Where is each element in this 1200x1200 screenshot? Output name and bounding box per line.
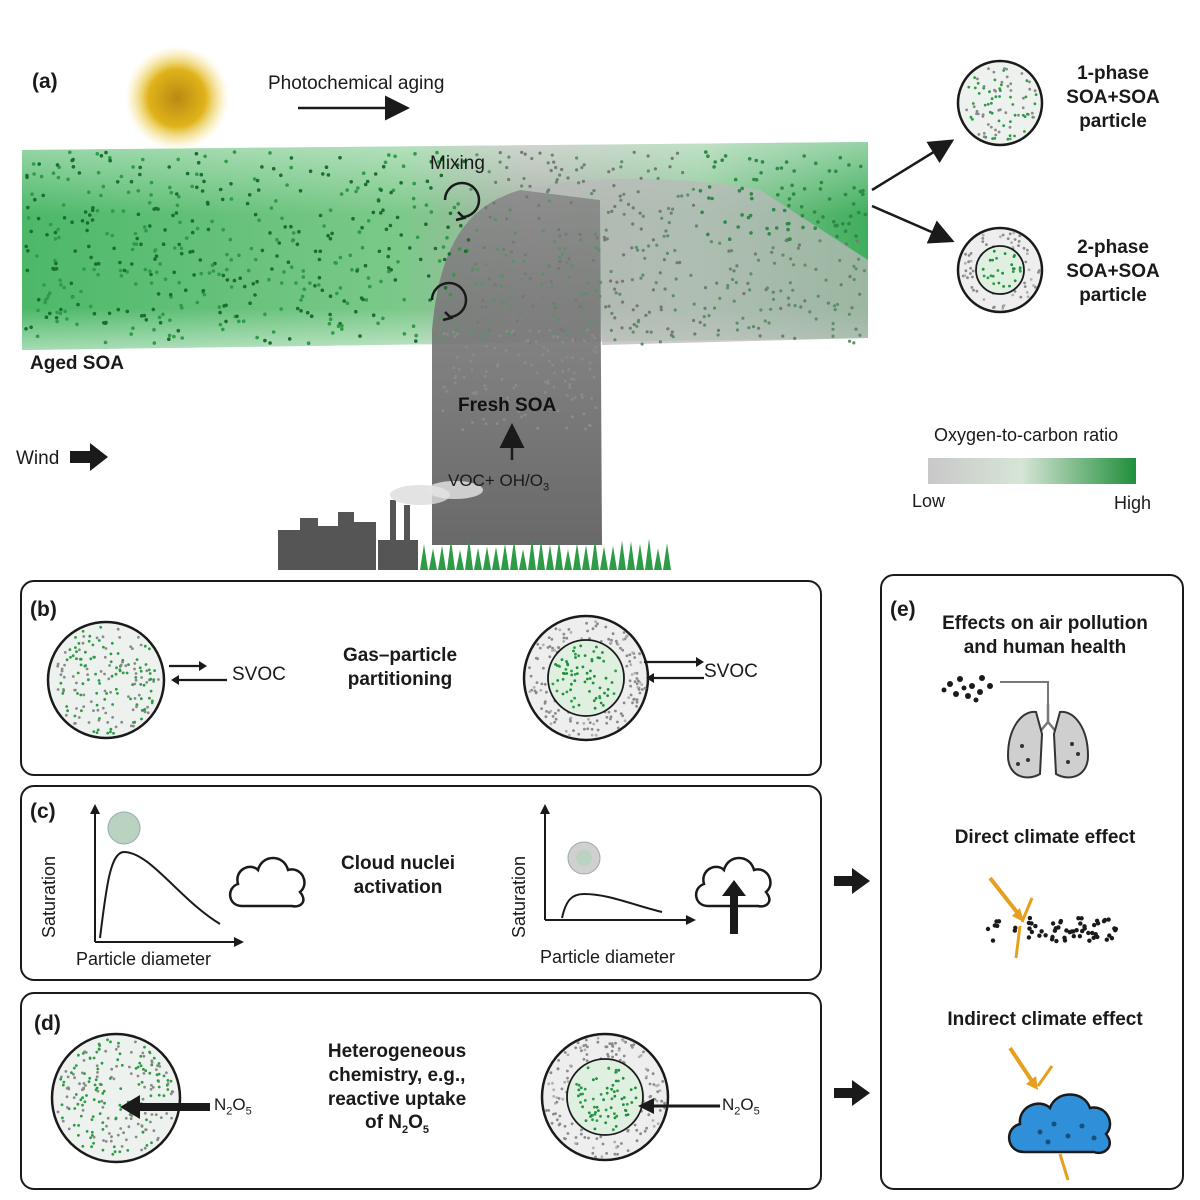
panel-c-kohler-curve-left <box>90 804 244 947</box>
panel-b-process-line1: Gas–particle <box>342 645 458 666</box>
panel-d-two-phase-particle-icon <box>540 1032 670 1162</box>
mixing-icon <box>430 181 481 322</box>
forest-icon <box>420 538 671 570</box>
two-phase-line3: particle <box>1079 284 1147 306</box>
one-phase-line2: SOA+SOA <box>1066 86 1160 108</box>
legend-high: High <box>1114 493 1152 513</box>
panel-b-exchange-arrows-left <box>169 661 227 685</box>
wind-label: Wind <box>16 448 60 469</box>
two-phase-line2: SOA+SOA <box>1066 260 1160 282</box>
one-phase-line3: particle <box>1079 110 1147 132</box>
city-icon <box>278 500 418 570</box>
arrow-d-to-e-icon <box>834 1080 870 1106</box>
panel-b-one-phase-particle-icon <box>46 620 166 740</box>
sun-icon <box>125 46 229 150</box>
legend-title: Oxygen-to-carbon ratio <box>934 425 1119 445</box>
svoc-right-label: SVOC <box>704 661 758 682</box>
two-phase-particle-icon <box>956 226 1044 314</box>
aged-soa-particles <box>24 150 868 346</box>
photochemical-aging-label: Photochemical aging <box>268 73 445 94</box>
panel-d-process-line3: reactive uptake <box>327 1088 467 1110</box>
panel-d-uptake-arrow-right <box>638 1098 720 1114</box>
direct-climate-effect-icon <box>985 876 1119 959</box>
direct-climate-effect-label: Direct climate effect <box>954 827 1136 848</box>
legend-low: Low <box>912 491 946 511</box>
indirect-climate-effect-label: Indirect climate effect <box>947 1009 1143 1030</box>
one-phase-line1: 1-phase <box>1077 63 1149 84</box>
panel-d-label: (d) <box>34 1012 61 1035</box>
panel-c-ylabel-left: Saturation <box>39 855 59 938</box>
panel-d-one-phase-particle-icon <box>50 1032 182 1164</box>
panel-c-ylabel-right: Saturation <box>509 855 529 938</box>
panel-b-exchange-arrows-right <box>644 657 704 683</box>
cloud-icon <box>229 856 306 908</box>
panel-c-xlabel-left: Particle diameter <box>76 949 212 969</box>
panel-c-xlabel-right: Particle diameter <box>540 947 676 967</box>
panel-b-process-line2: partitioning <box>347 668 453 690</box>
panel-a-graphic <box>22 46 1136 570</box>
panel-e-health-line2: and human health <box>963 636 1127 658</box>
fresh-soa-label: Fresh SOA <box>458 395 557 416</box>
panel-e <box>880 574 1184 1190</box>
two-phase-line1: 2-phase <box>1077 237 1149 258</box>
panel-e-health-line1: Effects on air pollution <box>942 613 1148 634</box>
panel-d-uptake-arrow-left <box>120 1095 210 1119</box>
panel-c-kohler-curve-right <box>540 804 696 925</box>
indirect-climate-effect-icon <box>1008 1046 1112 1181</box>
aged-soa-label: Aged SOA <box>30 353 124 374</box>
panel-c-process-line2: activation <box>353 876 443 898</box>
mixing-label: Mixing <box>430 153 485 174</box>
panel-d-process-line4: of N2O5 <box>365 1112 429 1137</box>
n2o5-left-label: N2O5 <box>214 1095 252 1118</box>
panel-c-label: (c) <box>30 800 56 823</box>
fresh-soa-particles <box>433 150 867 432</box>
wind-arrow-icon <box>70 443 108 471</box>
panel-d-process-line2: chemistry, e.g., <box>328 1064 466 1086</box>
arrow-c-to-e-icon <box>834 868 870 894</box>
svoc-left-label: SVOC <box>232 664 286 685</box>
cloud-activation-icon <box>695 856 772 934</box>
legend-gradient-bar <box>928 458 1136 484</box>
lungs-icon <box>941 675 1090 779</box>
n2o5-right-label: N2O5 <box>722 1095 760 1118</box>
panel-c <box>20 785 822 981</box>
panel-c-process-line1: Cloud nuclei <box>341 853 455 874</box>
panel-b-two-phase-particle-icon <box>522 614 650 742</box>
panel-a-label: (a) <box>32 70 58 93</box>
panel-e-label: (e) <box>890 598 916 621</box>
fresh-soa-plume <box>432 190 602 545</box>
voc-reaction-label: VOC+ OH/O3 <box>448 471 550 494</box>
panel-b-label: (b) <box>30 598 57 621</box>
panel-d-process-line1: Heterogeneous <box>327 1041 467 1062</box>
one-phase-particle-icon <box>956 59 1044 147</box>
